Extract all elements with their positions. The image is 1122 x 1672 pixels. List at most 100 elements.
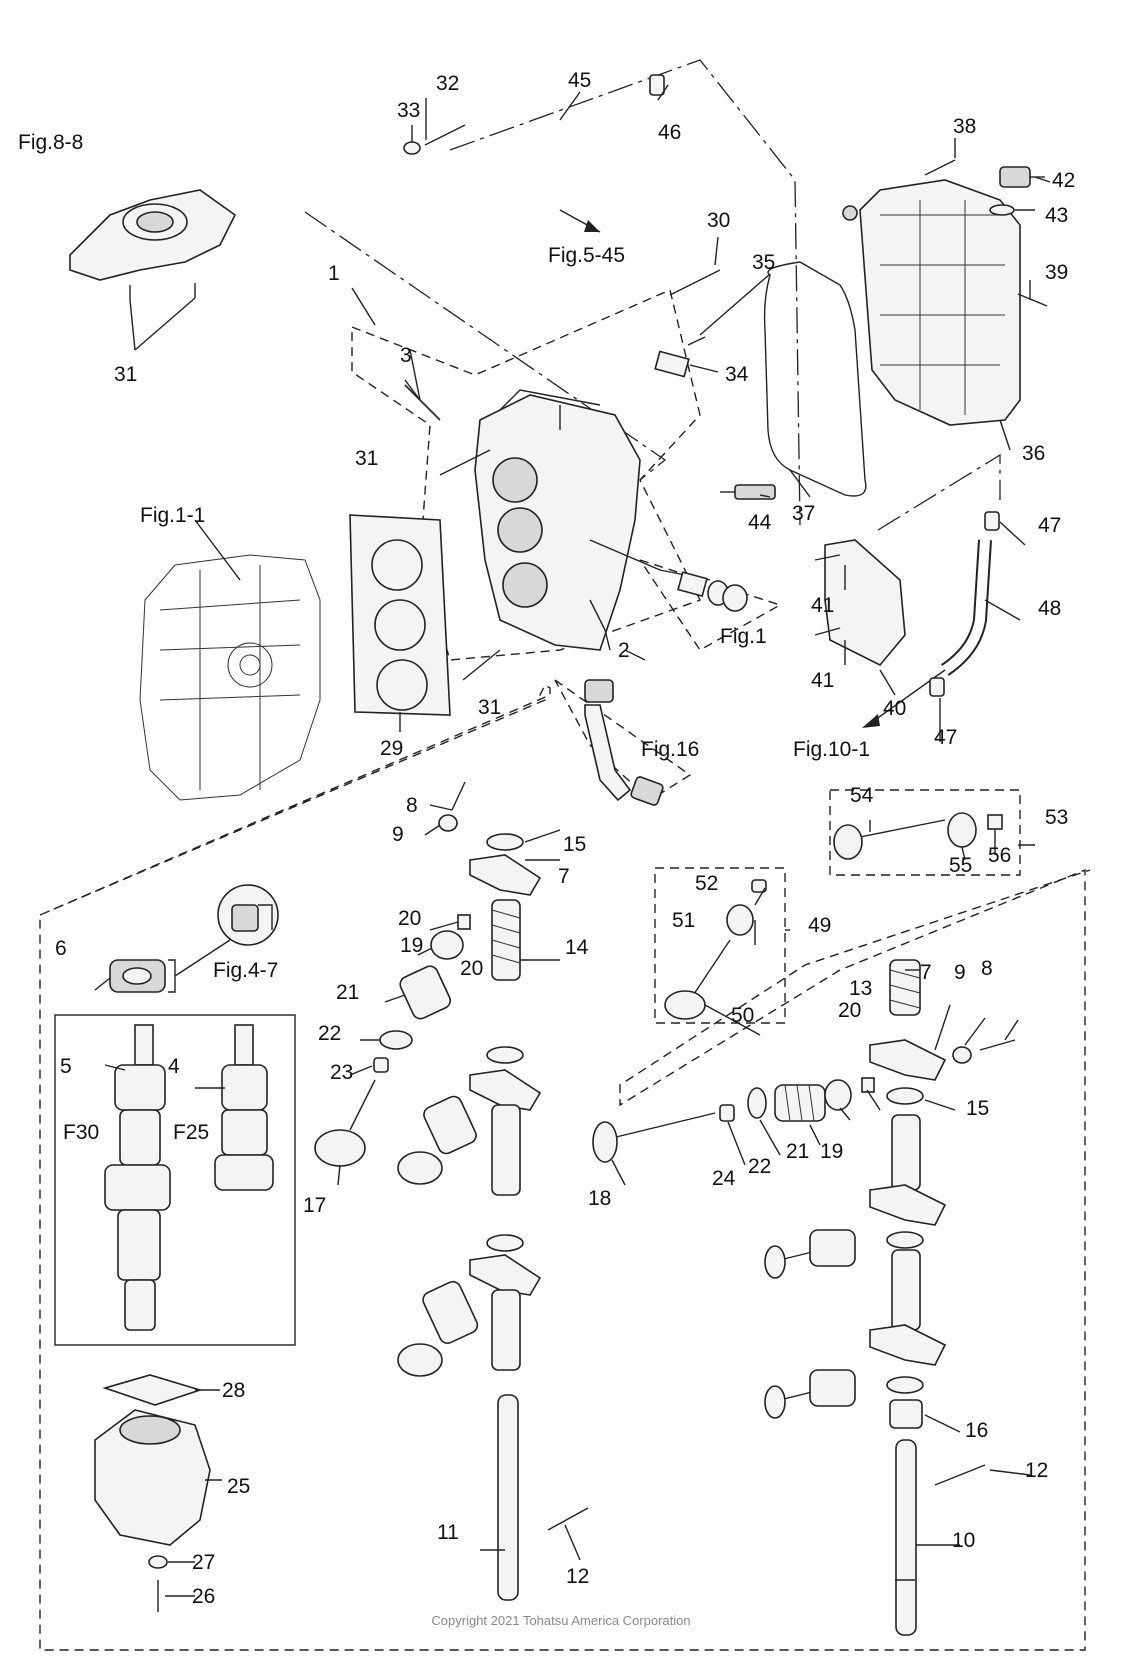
callout-8-left: 8 (406, 794, 418, 817)
oil-seal-6 (109, 959, 166, 993)
callout-12-right: 12 (1025, 1459, 1049, 1482)
rocker-arm-left-2 (469, 1069, 542, 1111)
callout-47-bottom: 47 (934, 726, 958, 749)
pump-gasket (102, 1374, 203, 1406)
camshaft-f25 (214, 1024, 274, 1191)
exhaust-valve-18 (592, 1112, 716, 1163)
hose-48 (862, 539, 992, 728)
callout-23: 23 (330, 1061, 354, 1084)
washer-43 (989, 204, 1015, 216)
bolt-32 (424, 124, 466, 146)
fig4-7-reference[interactable]: Fig.4-7 (213, 959, 279, 982)
callout-32: 32 (436, 72, 460, 95)
valve-spring-21-left (399, 965, 452, 1020)
callout-25: 25 (227, 1475, 251, 1498)
bolt-12-left (547, 1507, 589, 1531)
fig10-1-reference[interactable]: Fig.10-1 (793, 738, 871, 761)
callout-17: 17 (303, 1194, 327, 1217)
valve-seal-23 (373, 1057, 389, 1073)
callout-4: 4 (168, 1055, 180, 1078)
mounting-plate (824, 539, 906, 666)
cotter-20-left (457, 914, 471, 930)
water-hose-assembly (584, 679, 664, 806)
fig1-1-crankcase-block (139, 519, 321, 801)
callout-19-right: 19 (820, 1140, 844, 1163)
callout-20-left-b: 20 (460, 957, 484, 980)
callout-14: 14 (565, 936, 589, 959)
exhaust-valve-right-2 (764, 1229, 856, 1279)
callout-42: 42 (1052, 169, 1076, 192)
bolt-38 (924, 159, 956, 176)
cylinder-head-group-outline (351, 289, 701, 661)
intake-valve-kit (664, 879, 767, 1020)
nut-9-right (952, 1046, 972, 1064)
callout-24: 24 (712, 1167, 736, 1190)
rocker-shaft-10 (895, 1439, 917, 1636)
thermostat-parts (589, 539, 748, 612)
callout-40: 40 (883, 697, 907, 720)
cotter-20-right (861, 1077, 875, 1093)
callout-26: 26 (192, 1585, 216, 1608)
valvetrain-left-outline (39, 684, 1091, 1651)
exhaust-valve-right-3 (764, 1369, 856, 1419)
callout-54: 54 (850, 784, 874, 807)
valve-spring-21-right (774, 1084, 826, 1122)
fig8-8-bracket (69, 189, 237, 351)
rocker-arm-left-3 (469, 1254, 542, 1296)
callout-44: 44 (748, 511, 772, 534)
callout-10: 10 (952, 1529, 976, 1552)
intake-valve-17 (314, 1079, 376, 1167)
callout-29: 29 (380, 737, 404, 760)
camshaft-box (54, 1014, 296, 1346)
callout-22-right: 22 (748, 1155, 772, 1178)
callout-31-bottom: 31 (478, 696, 502, 719)
rocker-arm-right-3 (869, 1324, 947, 1366)
callout-5: 5 (60, 1055, 72, 1078)
callout-41-top: 41 (811, 594, 835, 617)
variant-f30-label: F30 (63, 1121, 100, 1144)
indicator-line-top2 (449, 59, 801, 526)
exhaust-valve-kit (833, 812, 1003, 860)
fig1-1-reference[interactable]: Fig.1-1 (140, 504, 206, 527)
callout-20-right: 20 (838, 999, 862, 1022)
callout-19-left: 19 (400, 934, 424, 957)
intake-valve-left-2 (397, 1095, 477, 1185)
callout-55: 55 (949, 854, 973, 877)
callout-47-top: 47 (1038, 514, 1062, 537)
callout-21-right: 21 (786, 1140, 810, 1163)
collar-16 (889, 1399, 923, 1429)
variant-f25-label: F25 (173, 1121, 210, 1144)
callout-22-left: 22 (318, 1022, 342, 1045)
callout-56: 56 (988, 844, 1012, 867)
bolt-41a (814, 554, 841, 561)
cylinder-head-cover (842, 179, 1021, 426)
springs-left-stack (486, 1046, 524, 1371)
callout-1: 1 (328, 262, 340, 285)
fig16-reference[interactable]: Fig.16 (641, 738, 700, 761)
callout-12-left: 12 (566, 1565, 590, 1588)
washer-15-left (486, 833, 524, 851)
fig5-45-reference[interactable]: Fig.5-45 (548, 244, 626, 267)
callout-15-left: 15 (563, 833, 587, 856)
fig8-8-reference[interactable]: Fig.8-8 (18, 131, 84, 154)
valve-seal-24 (719, 1104, 735, 1122)
cylinder-head (404, 349, 641, 681)
rocker-arm-left-1 (469, 854, 542, 896)
fig1-reference[interactable]: Fig.1 (720, 625, 767, 648)
callout-27: 27 (192, 1551, 216, 1574)
camshaft-f30 (104, 1024, 171, 1331)
indicator-line-right (877, 453, 1001, 531)
rocker-arm-right-1 (869, 1039, 947, 1081)
head-cover-gasket (763, 261, 867, 497)
callout-13: 13 (849, 977, 873, 1000)
callout-18: 18 (588, 1187, 612, 1210)
bolt-12-right (934, 1464, 986, 1486)
fig4-7-bracket (168, 939, 231, 993)
rocker-arm-right-2 (869, 1184, 947, 1226)
rocker-shaft-11 (497, 1394, 519, 1601)
callout-50: 50 (731, 1004, 755, 1027)
callout-9-left: 9 (392, 823, 404, 846)
part1-leader (351, 287, 376, 326)
callout-21-left: 21 (336, 981, 360, 1004)
bolt-8-right (979, 1039, 1016, 1051)
